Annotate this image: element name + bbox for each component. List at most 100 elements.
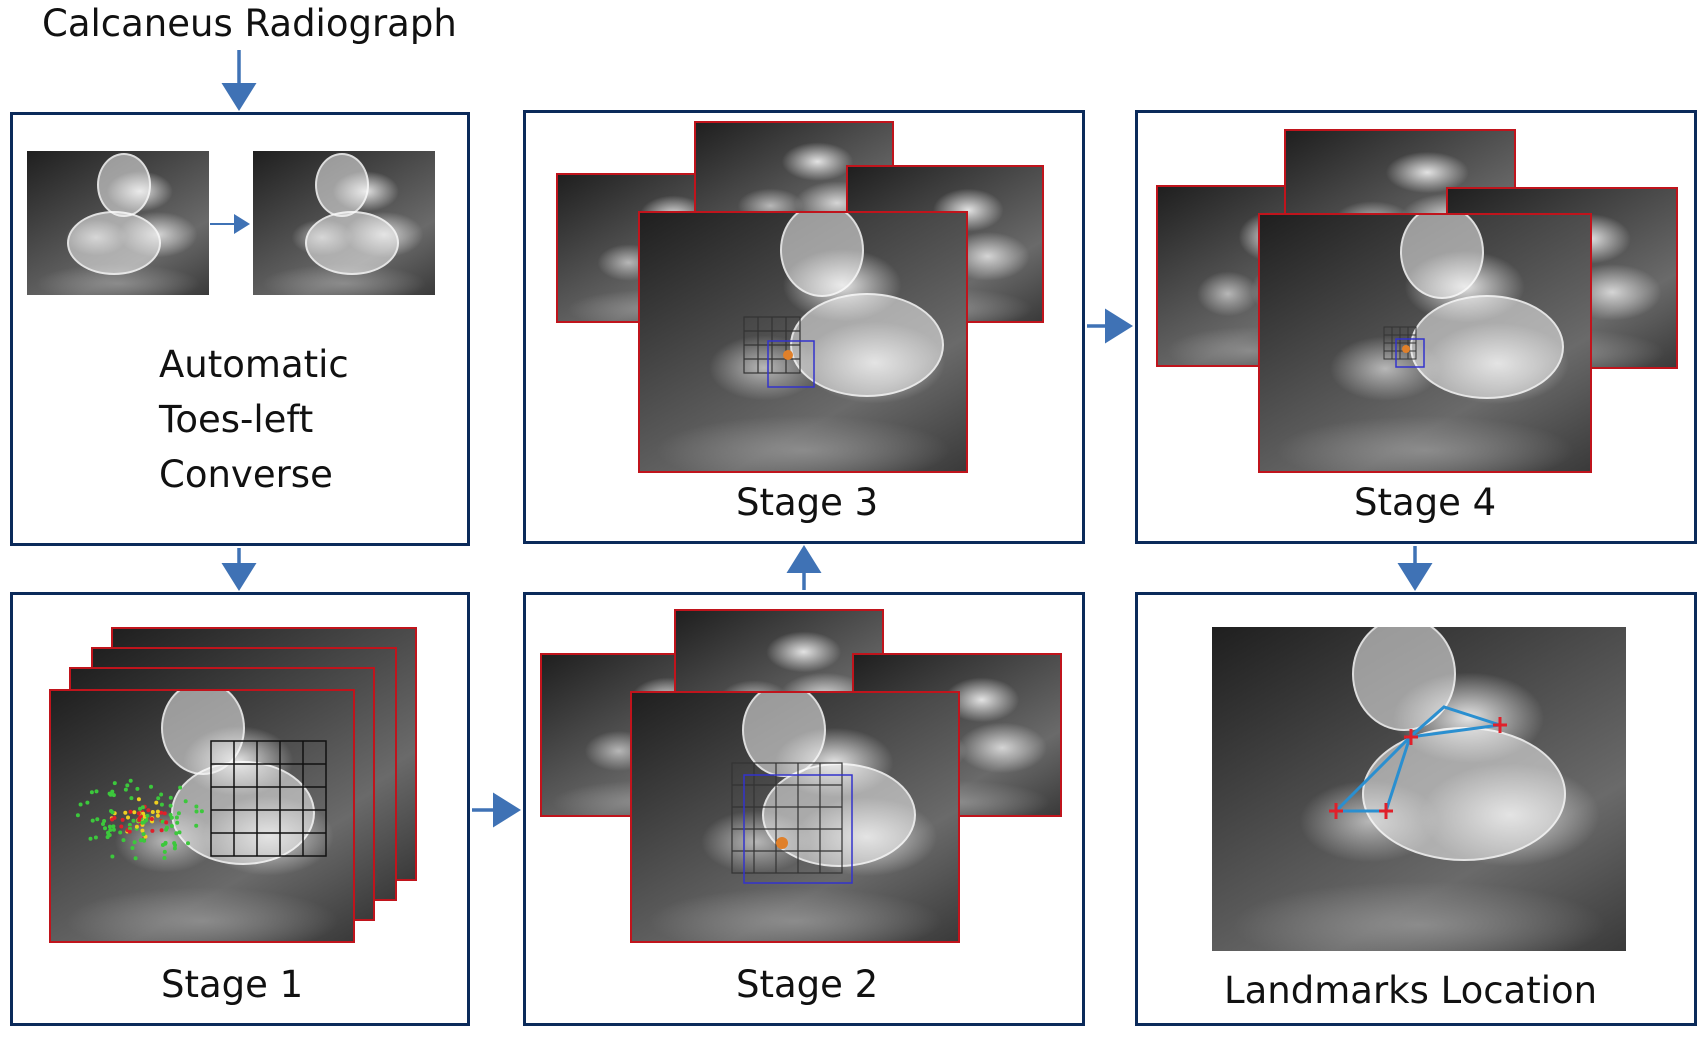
candidate-point bbox=[160, 843, 165, 847]
stage4-grid bbox=[1383, 326, 1417, 360]
candidate-point bbox=[110, 810, 115, 815]
stage4-panel: Stage 4 bbox=[1135, 110, 1697, 544]
stage2-candidate-point bbox=[776, 837, 788, 849]
candidate-point bbox=[108, 828, 113, 832]
candidate-point bbox=[107, 824, 112, 829]
candidate-point bbox=[194, 809, 199, 814]
candidate-point bbox=[163, 840, 168, 845]
stage3-overlay bbox=[743, 316, 815, 388]
stage2-grid bbox=[731, 762, 843, 874]
candidate-point bbox=[159, 828, 164, 833]
result-panel: Landmarks Location bbox=[1135, 592, 1697, 1026]
candidate-point bbox=[136, 797, 141, 802]
stage1-panel: Stage 1 bbox=[10, 592, 470, 1026]
candidate-point bbox=[89, 790, 94, 795]
candidate-point bbox=[111, 793, 116, 798]
candidate-point bbox=[169, 815, 174, 820]
input-radiograph-image bbox=[27, 151, 209, 295]
candidate-point bbox=[164, 820, 169, 825]
candidate-point bbox=[186, 841, 190, 846]
candidate-point bbox=[78, 802, 83, 807]
input-label: Calcaneus Radiograph bbox=[42, 2, 457, 45]
bone-shape bbox=[1410, 295, 1564, 399]
candidate-point bbox=[150, 810, 155, 814]
stage2-image-front bbox=[630, 691, 960, 943]
converted-radiograph-image bbox=[253, 151, 435, 295]
candidate-point bbox=[129, 796, 134, 801]
bone-shape bbox=[97, 153, 151, 217]
bone-shape bbox=[790, 293, 944, 397]
candidate-point bbox=[154, 800, 159, 805]
candidate-point bbox=[138, 806, 142, 811]
stage4-overlay bbox=[1383, 326, 1425, 368]
candidate-point bbox=[140, 820, 145, 825]
landmark-cross-icon bbox=[1493, 717, 1507, 733]
candidate-point bbox=[159, 792, 164, 797]
candidate-point bbox=[121, 838, 126, 843]
candidate-point bbox=[120, 817, 125, 822]
stage3-candidate-point bbox=[783, 350, 793, 360]
candidate-point bbox=[125, 783, 130, 788]
candidate-point bbox=[199, 809, 204, 814]
converse-line-3: Converse bbox=[159, 453, 333, 496]
candidate-point bbox=[145, 813, 150, 818]
stage1-label: Stage 1 bbox=[161, 963, 304, 1006]
candidate-point bbox=[150, 828, 155, 833]
bone-shape bbox=[762, 763, 916, 867]
candidate-point bbox=[132, 840, 137, 845]
candidate-point bbox=[141, 811, 146, 816]
candidate-point bbox=[123, 787, 128, 792]
candidate-point bbox=[168, 803, 173, 808]
candidate-point bbox=[128, 826, 132, 831]
bone-shape bbox=[1362, 727, 1566, 861]
candidate-point bbox=[133, 856, 138, 861]
candidate-point bbox=[108, 792, 113, 797]
stage3-label: Stage 3 bbox=[736, 481, 879, 524]
candidate-point bbox=[132, 810, 137, 815]
candidate-point bbox=[130, 846, 135, 850]
candidate-point bbox=[140, 828, 145, 833]
stage1-candidate-points bbox=[75, 778, 204, 861]
bone-shape bbox=[780, 213, 864, 297]
landmark-overlay bbox=[1329, 705, 1507, 819]
candidate-point bbox=[172, 846, 177, 851]
candidate-point bbox=[102, 819, 107, 823]
bone-shape bbox=[67, 211, 161, 275]
candidate-point bbox=[160, 819, 165, 824]
candidate-point bbox=[118, 830, 123, 835]
candidate-point bbox=[162, 856, 167, 860]
stage4-candidate-point bbox=[1402, 345, 1410, 353]
candidate-point bbox=[88, 836, 93, 841]
candidate-point bbox=[194, 823, 199, 828]
candidate-point bbox=[162, 849, 167, 854]
candidate-point bbox=[111, 824, 116, 829]
result-label: Landmarks Location bbox=[1224, 969, 1598, 1012]
bone-shape bbox=[305, 211, 399, 275]
stage3-search-window bbox=[767, 340, 815, 388]
landmark-radiograph-image bbox=[1212, 627, 1626, 951]
candidate-point bbox=[174, 831, 179, 836]
converse-line-2: Toes-left bbox=[159, 398, 314, 441]
candidate-point bbox=[85, 800, 90, 805]
candidate-point bbox=[111, 827, 116, 832]
candidate-point bbox=[134, 824, 139, 829]
candidate-point bbox=[136, 811, 141, 816]
stage2-panel: Stage 2 bbox=[523, 592, 1085, 1026]
candidate-point bbox=[155, 809, 160, 814]
candidate-point bbox=[183, 799, 188, 804]
candidate-point bbox=[128, 778, 133, 783]
stage3-grid bbox=[743, 316, 801, 374]
candidate-point bbox=[162, 811, 167, 816]
bone-shape bbox=[1400, 215, 1484, 299]
candidate-point bbox=[149, 817, 154, 821]
stage1-image-front bbox=[49, 689, 355, 943]
stage3-panel: Stage 3 bbox=[523, 110, 1085, 544]
candidate-point bbox=[93, 835, 98, 840]
stage4-label: Stage 4 bbox=[1354, 481, 1497, 524]
candidate-point bbox=[112, 781, 117, 786]
candidate-point bbox=[107, 833, 112, 838]
candidate-point bbox=[176, 811, 181, 816]
candidate-point bbox=[119, 824, 124, 829]
candidate-point bbox=[123, 810, 128, 815]
